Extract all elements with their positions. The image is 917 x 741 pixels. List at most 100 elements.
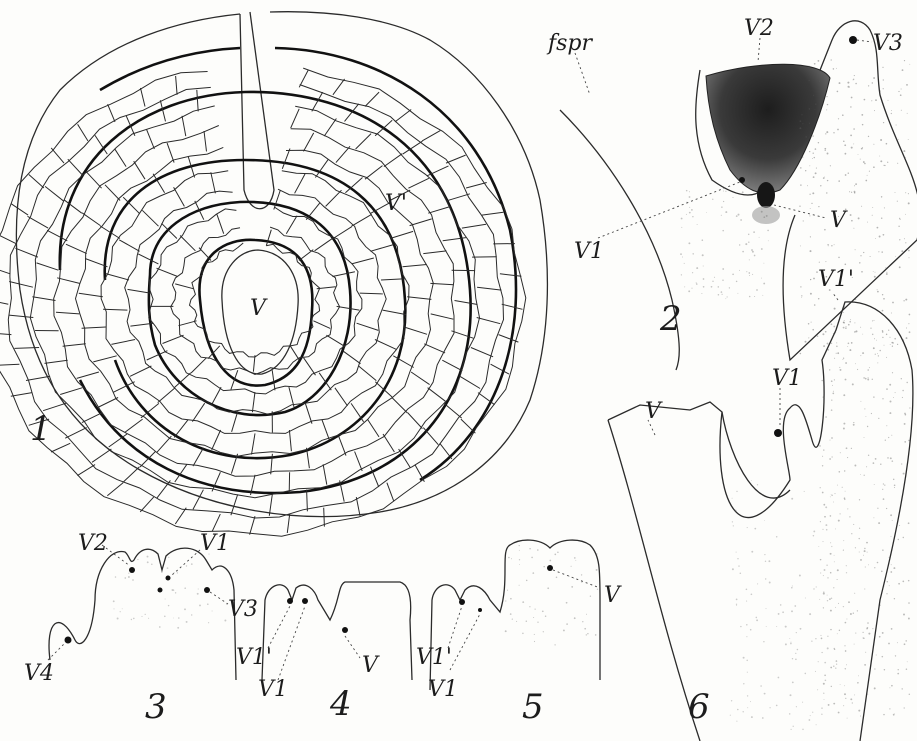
stipple-dot	[845, 622, 847, 624]
fig1-radial-wall	[111, 340, 135, 345]
stipple-dot	[824, 675, 826, 677]
fig1-radial-wall	[9, 315, 33, 317]
fig4-dot-c	[342, 627, 348, 633]
stipple-dot	[751, 480, 752, 481]
stipple-dot	[746, 589, 748, 591]
stipple-dot	[843, 394, 845, 396]
fig1-radial-wall	[57, 278, 80, 284]
stipple-dot	[863, 161, 865, 163]
fig1-radial-wall	[315, 238, 333, 251]
stipple-dot	[889, 412, 891, 414]
stipple-dot	[802, 156, 803, 157]
stipple-dot	[868, 455, 869, 456]
stipple-dot	[554, 554, 556, 556]
fig1-radial-wall	[51, 443, 70, 452]
stipple-dot	[177, 570, 178, 571]
stipple-dot	[843, 550, 844, 551]
stipple-dot	[680, 253, 682, 255]
stipple-dot	[115, 576, 117, 578]
stipple-dot	[813, 278, 815, 280]
stipple-dot	[510, 598, 512, 600]
stipple-dot	[749, 275, 750, 276]
stipple-dot	[845, 650, 847, 652]
stipple-dot	[873, 396, 874, 397]
stipple-dot	[883, 298, 885, 300]
stipple-dot	[869, 171, 870, 172]
stipple-dot	[877, 227, 879, 229]
stipple-dot	[872, 628, 873, 629]
stipple-dot	[860, 401, 861, 402]
stipple-dot	[867, 694, 868, 695]
stipple-dot	[722, 279, 723, 280]
fig1-radial-wall	[163, 335, 184, 343]
fig1-radial-wall	[336, 146, 350, 162]
stipple-dot	[701, 293, 702, 294]
fig1-radial-wall	[79, 293, 103, 297]
fig1-radial-wall	[192, 403, 204, 421]
stipple-dot	[736, 281, 738, 283]
fig1-radial-wall	[375, 382, 392, 397]
stipple-dot	[884, 484, 885, 485]
fig1-radial-wall	[68, 159, 83, 176]
fig4-outline	[262, 582, 412, 680]
fig1-radial-wall	[370, 245, 393, 252]
stipple-dot	[732, 568, 734, 570]
fig3-label-v3: V3	[228, 597, 258, 622]
stipple-dot	[854, 192, 855, 193]
stipple-dot	[736, 604, 737, 605]
fig1-radial-wall	[0, 300, 8, 304]
stipple-dot	[813, 588, 814, 589]
figure-3-lobed-tip	[48, 545, 236, 680]
fig1-radial-wall	[180, 236, 195, 251]
stipple-dot	[793, 726, 794, 727]
stipple-dot	[818, 546, 819, 547]
stipple-dot	[875, 354, 876, 355]
stipple-dot	[697, 224, 698, 225]
stipple-dot	[846, 447, 848, 449]
stipple-dot	[823, 396, 825, 398]
stipple-dot	[864, 548, 865, 549]
stipple-dot	[859, 552, 860, 553]
stipple-dot	[884, 165, 885, 166]
stipple-dot	[535, 609, 536, 610]
stipple-dot	[825, 261, 826, 262]
stipple-dot	[882, 398, 883, 399]
stipple-dot	[831, 495, 832, 496]
stipple-dot	[847, 457, 848, 458]
fig1-radial-wall	[82, 413, 103, 423]
fig1-radial-wall	[250, 516, 255, 534]
stipple-dot	[851, 220, 853, 222]
stipple-dot	[877, 562, 879, 564]
stipple-dot	[908, 250, 910, 252]
fig1-radial-wall	[337, 306, 360, 310]
fig1-radial-wall	[138, 254, 158, 264]
stipple-dot	[814, 63, 816, 65]
stipple-dot	[865, 378, 867, 380]
stipple-dot	[882, 330, 883, 331]
stipple-dot	[823, 575, 824, 576]
stipple-dot	[566, 623, 568, 625]
stipple-dot	[867, 369, 869, 371]
stipple-dot	[838, 118, 839, 119]
stipple-dot	[825, 679, 827, 681]
stipple-dot	[873, 320, 874, 321]
fig1-radial-wall	[87, 172, 102, 188]
stipple-dot	[845, 698, 846, 699]
stipple-dot	[749, 296, 751, 298]
fig2-v3-leader	[857, 40, 872, 42]
stipple-dot	[909, 407, 910, 408]
stipple-dot	[882, 632, 884, 634]
fig5-outline	[430, 540, 600, 690]
stipple-dot	[897, 344, 898, 345]
stipple-dot	[823, 607, 824, 608]
stipple-dot	[845, 153, 847, 155]
stipple-dot	[827, 600, 828, 601]
stipple-dot	[826, 564, 827, 565]
stipple-dot	[785, 626, 787, 628]
stipple-dot	[823, 504, 825, 506]
fig1-radial-wall	[304, 358, 316, 375]
stipple-dot	[844, 497, 846, 499]
stipple-dot	[850, 698, 852, 700]
stipple-dot	[827, 343, 829, 345]
stipple-dot	[882, 337, 883, 338]
